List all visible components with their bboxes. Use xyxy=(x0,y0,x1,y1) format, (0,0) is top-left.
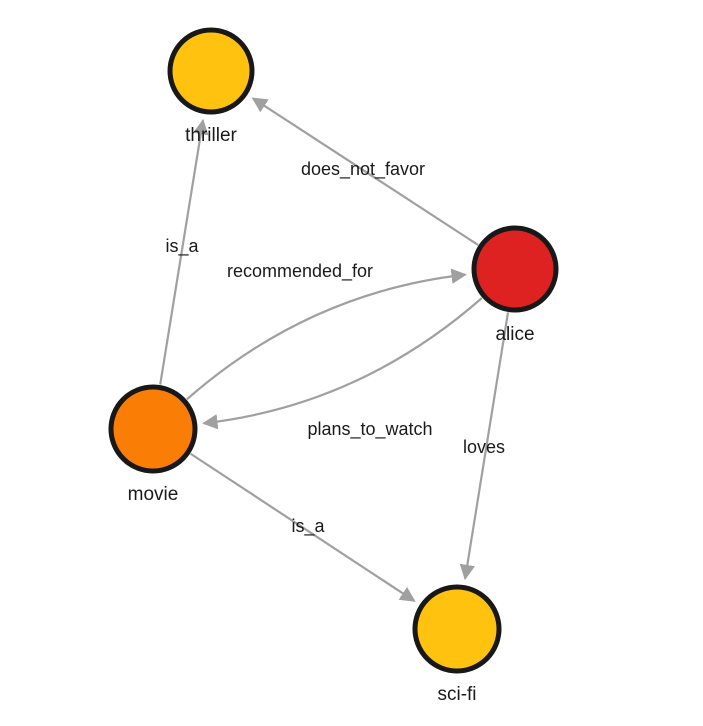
edge-label-movie-thriller: is_a xyxy=(165,236,199,257)
edge-label-alice-scifi: loves xyxy=(463,437,505,457)
node-thriller[interactable] xyxy=(167,27,255,115)
edge-label-alice-movie: plans_to_watch xyxy=(307,419,432,440)
node-label-sci-fi: sci-fi xyxy=(437,684,476,705)
edge-alice-thriller[interactable] xyxy=(251,97,479,246)
edges-layer xyxy=(159,97,510,602)
node-movie[interactable] xyxy=(108,384,198,474)
edge-movie-alice[interactable] xyxy=(186,268,467,401)
edge-labels-layer: does_not_favor is_a recommended_for plans_t… xyxy=(165,159,505,537)
node-label-movie: movie xyxy=(128,484,179,505)
edge-label-movie-alice: recommended_for xyxy=(227,261,373,282)
edge-label-alice-thriller: does_not_favor xyxy=(301,159,425,180)
edge-alice-movie[interactable] xyxy=(202,297,483,430)
edge-movie-thriller[interactable] xyxy=(159,118,209,385)
edge-movie-scifi[interactable] xyxy=(189,452,416,602)
edge-alice-scifi[interactable] xyxy=(459,312,510,581)
node-sci-fi[interactable] xyxy=(412,584,502,674)
node-label-thriller: thriller xyxy=(185,125,237,146)
edge-label-movie-scifi: is_a xyxy=(291,516,325,537)
node-labels-layer: thriller alice movie sci-fi xyxy=(128,125,535,705)
node-alice[interactable] xyxy=(471,225,559,313)
node-label-alice: alice xyxy=(495,324,534,345)
nodes-layer xyxy=(108,27,559,674)
